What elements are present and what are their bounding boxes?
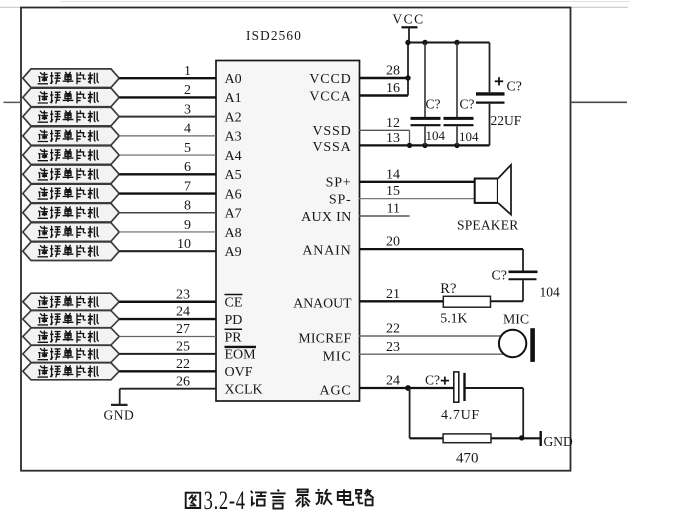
svg-text:MIC: MIC: [323, 350, 352, 365]
svg-text:3.2-4: 3.2-4: [204, 486, 246, 515]
svg-text:9: 9: [184, 218, 191, 233]
svg-text:A0: A0: [225, 72, 242, 87]
svg-text:23: 23: [386, 340, 400, 355]
svg-text:C?: C?: [426, 97, 441, 112]
svg-text:C?: C?: [507, 78, 522, 93]
svg-text:8: 8: [184, 199, 191, 214]
svg-text:4.7UF: 4.7UF: [441, 408, 480, 423]
svg-text:C?: C?: [425, 373, 440, 388]
svg-text:XCLK: XCLK: [225, 383, 263, 398]
svg-text:SP-: SP-: [329, 192, 352, 207]
svg-text:5: 5: [184, 141, 191, 156]
svg-text:PR: PR: [225, 330, 243, 345]
svg-text:22: 22: [386, 322, 400, 337]
svg-text:16: 16: [386, 81, 400, 96]
svg-text:VCCA: VCCA: [309, 89, 351, 104]
svg-text:PD: PD: [225, 313, 243, 328]
svg-text:A4: A4: [225, 149, 242, 164]
svg-text:MICREF: MICREF: [298, 330, 351, 345]
svg-text:104: 104: [459, 129, 479, 144]
svg-text:3: 3: [184, 102, 191, 117]
svg-text:SPEAKER: SPEAKER: [457, 218, 518, 233]
svg-text:A1: A1: [225, 91, 242, 106]
svg-text:26: 26: [176, 374, 190, 389]
svg-text:C?: C?: [460, 97, 475, 112]
svg-text:SP+: SP+: [326, 176, 352, 191]
svg-text:C?: C?: [492, 267, 507, 282]
svg-text:470: 470: [456, 451, 479, 467]
svg-text:15: 15: [386, 184, 400, 199]
svg-text:MIC: MIC: [503, 312, 529, 327]
svg-text:ANAIN: ANAIN: [302, 243, 351, 258]
svg-text:21: 21: [386, 287, 400, 302]
svg-text:A3: A3: [225, 130, 242, 145]
svg-text:VCCD: VCCD: [309, 72, 351, 87]
svg-text:A5: A5: [225, 168, 242, 183]
svg-text:A9: A9: [225, 245, 242, 260]
svg-text:28: 28: [386, 64, 400, 79]
svg-text:A8: A8: [225, 226, 242, 241]
svg-text:VSSA: VSSA: [313, 140, 352, 155]
svg-text:22UF: 22UF: [491, 113, 522, 128]
svg-text:AUX IN: AUX IN: [301, 210, 351, 225]
svg-text:EOM: EOM: [225, 348, 257, 363]
svg-text:A6: A6: [225, 187, 242, 202]
svg-text:A7: A7: [225, 207, 242, 222]
svg-text:23: 23: [176, 287, 190, 302]
svg-text:25: 25: [176, 340, 190, 355]
svg-text:20: 20: [386, 235, 400, 250]
svg-text:7: 7: [184, 179, 191, 194]
svg-text:10: 10: [177, 237, 191, 252]
svg-text:22: 22: [176, 357, 190, 372]
svg-text:6: 6: [184, 160, 191, 175]
svg-text:14: 14: [386, 167, 400, 182]
svg-text:A2: A2: [225, 110, 242, 125]
svg-text:R?: R?: [440, 281, 456, 297]
svg-text:24: 24: [176, 305, 190, 320]
svg-text:ANAOUT: ANAOUT: [293, 296, 352, 311]
svg-text:12: 12: [386, 116, 400, 131]
svg-text:4: 4: [184, 122, 191, 137]
svg-text:GND: GND: [544, 434, 573, 449]
svg-text:GND: GND: [104, 408, 135, 423]
svg-text:13: 13: [386, 131, 400, 146]
svg-text:AGC: AGC: [320, 383, 352, 398]
svg-text:VSSD: VSSD: [313, 124, 352, 139]
svg-text:CE: CE: [225, 296, 243, 311]
svg-text:OVF: OVF: [225, 365, 253, 380]
svg-text:5.1K: 5.1K: [440, 310, 467, 325]
svg-text:VCC: VCC: [392, 12, 424, 27]
svg-text:24: 24: [386, 374, 400, 389]
svg-text:104: 104: [426, 128, 446, 143]
svg-text:2: 2: [184, 83, 191, 98]
svg-text:104: 104: [540, 285, 561, 300]
svg-text:11: 11: [387, 202, 400, 217]
svg-text:ISD2560: ISD2560: [246, 28, 302, 43]
svg-text:27: 27: [176, 322, 190, 337]
svg-text:1: 1: [184, 64, 191, 79]
